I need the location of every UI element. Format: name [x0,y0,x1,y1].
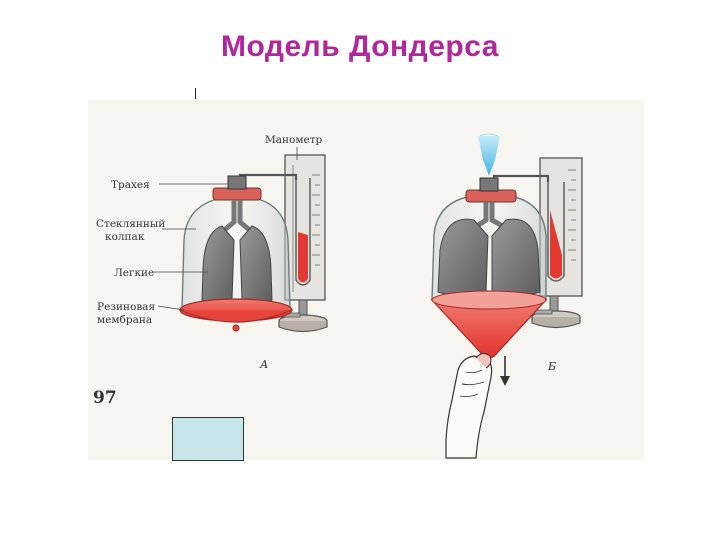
mercury-column-a [298,232,308,283]
panel-a: Манометр Трахея Стеклянный колпак Легкие… [96,134,328,371]
label-membrane-line1: Резиновая [97,301,155,313]
lung-right-b [491,218,541,297]
label-lungs: Легкие [114,267,154,279]
panel-a-letter: А [259,358,268,371]
label-glass-cap-line2: колпак [105,231,145,243]
label-membrane-line2: мембрана [97,314,152,326]
panel-b-letter: Б [547,360,556,373]
panel-b: Б [430,133,583,459]
text-cursor-mark [195,88,196,99]
answer-box[interactable] [172,417,244,461]
hand-icon [445,352,493,459]
manometer-a [249,154,328,333]
label-leaders-a [154,147,298,311]
airflow-arrow-icon [478,133,500,176]
pull-down-arrow-icon [500,356,510,386]
label-manometer: Манометр [265,134,323,146]
mercury-column-b [550,210,562,279]
slide-title: Модель Дондерса [221,30,499,63]
label-trachea: Трахея [111,179,150,191]
label-glass-cap-line1: Стеклянный [96,218,165,230]
figure-number: 97 [93,388,117,408]
